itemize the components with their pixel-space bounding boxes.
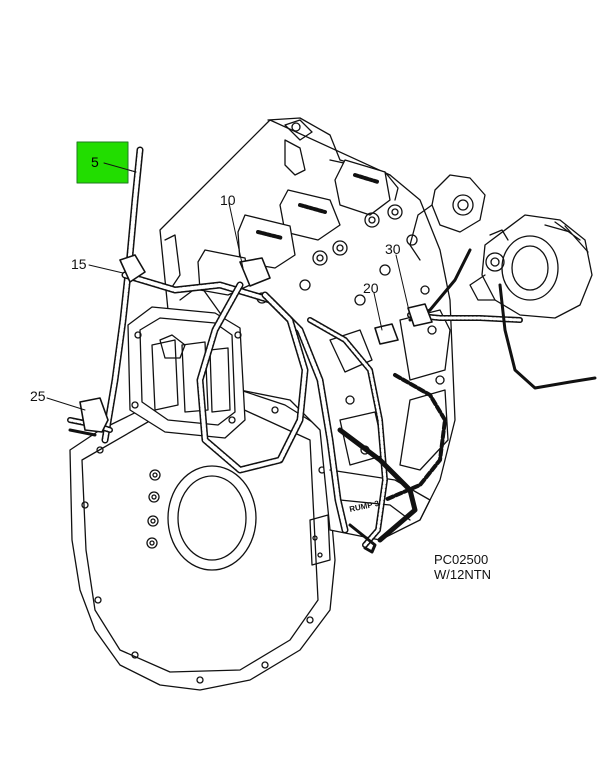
harness-clips [79,254,433,433]
callout-15-label: 15 [71,256,87,272]
callout-5-highlight [76,141,129,184]
ecm-module [127,306,246,439]
callout-10-label: 10 [220,192,236,208]
wiring-harness [67,146,597,554]
caption-line-2: W/12NTN [434,567,492,582]
callout-20-label: 20 [363,280,379,296]
callout-5-label: 5 [91,154,99,170]
caption-line-1: PC02500 [434,552,489,567]
mounting-bracket [409,174,486,261]
leader-30 [395,254,411,316]
callout-30-label: 30 [385,241,401,257]
leader-15 [88,264,124,274]
leader-10 [228,202,244,269]
figure-caption: PC02500 W/12NTN [434,552,491,582]
leader-20 [373,292,383,331]
leader-25 [46,397,86,411]
callout-25-label: 25 [30,388,46,404]
leader-lines [46,162,411,411]
alternator [469,214,593,319]
